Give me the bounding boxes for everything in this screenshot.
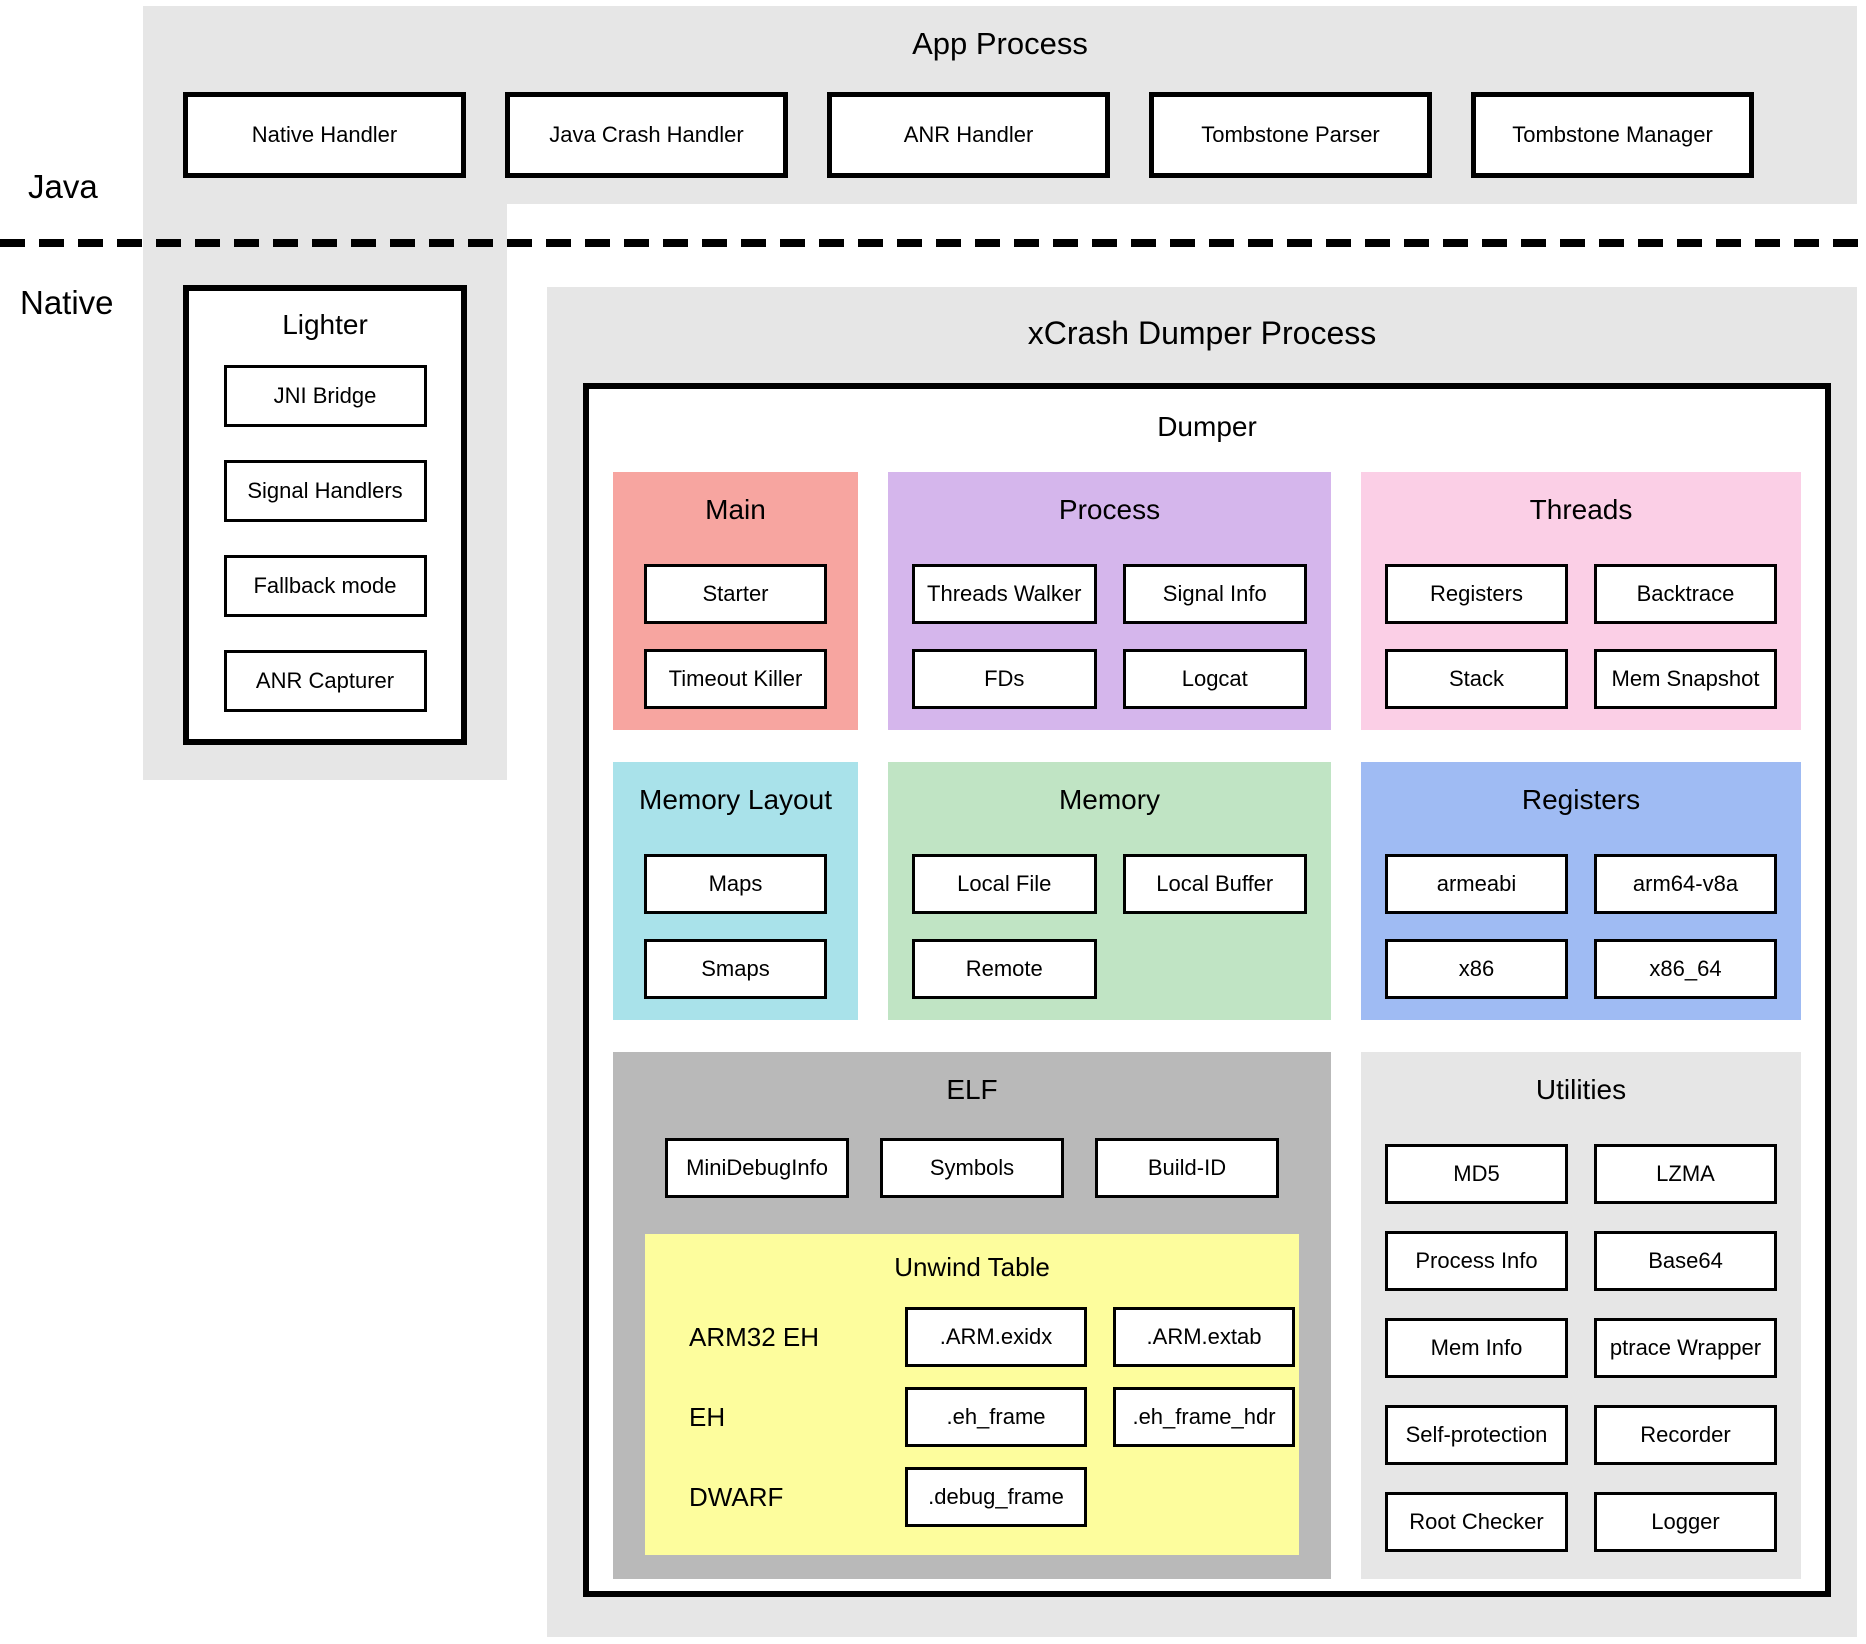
panel-title: ELF	[946, 1074, 998, 1105]
panel-box: Local Buffer	[1122, 854, 1307, 914]
panel-box: Stack	[1385, 649, 1568, 709]
panel-box: armeabi	[1385, 854, 1568, 914]
panel-box: Maps	[644, 854, 827, 914]
panel-box: Build-ID	[1095, 1138, 1279, 1198]
panel-box: Signal Info	[1122, 564, 1307, 624]
panel-box: LZMA	[1594, 1144, 1777, 1204]
handler-box: Native Handler	[183, 92, 466, 178]
lighter-item: ANR Capturer	[223, 650, 427, 712]
panel-box: arm64-v8a	[1594, 854, 1777, 914]
unwind-table-title: Unwind Table	[894, 1252, 1050, 1282]
panel-box: Base64	[1594, 1231, 1777, 1291]
panel-elf: ELF MiniDebugInfo Symbols Build-ID Unwind Ta…	[613, 1052, 1331, 1579]
panel-box: Process Info	[1385, 1231, 1568, 1291]
lighter-item: Signal Handlers	[223, 460, 427, 522]
panel-box: .debug_frame	[905, 1467, 1087, 1527]
elf-boxes: MiniDebugInfo Symbols Build-ID	[613, 1138, 1331, 1198]
handler-box: Java Crash Handler	[505, 92, 788, 178]
panel-registers: Registers armeabi arm64-v8a x86 x86_64	[1361, 762, 1801, 1020]
panel-box: .eh_frame	[905, 1387, 1087, 1447]
app-process-handlers: Native Handler Java Crash Handler ANR Hand…	[183, 92, 1857, 178]
panel-box: Mem Snapshot	[1594, 649, 1777, 709]
panel-title: Utilities	[1535, 1074, 1627, 1105]
panel-box: MiniDebugInfo	[665, 1138, 849, 1198]
native-layer-label: Native	[20, 284, 114, 321]
handler-box: Tombstone Manager	[1471, 92, 1754, 178]
panel-box: .ARM.exidx	[905, 1307, 1087, 1367]
unwind-row-label: DWARF	[689, 1481, 784, 1512]
panel-box: .eh_frame_hdr	[1113, 1387, 1295, 1447]
panel-title: Main	[705, 494, 766, 525]
panel-box: Mem Info	[1385, 1318, 1568, 1378]
lighter-item: JNI Bridge	[223, 365, 427, 427]
app-process-title: App Process	[912, 26, 1088, 61]
java-native-divider	[0, 239, 1866, 247]
panel-box: Smaps	[644, 939, 827, 999]
panel-box: x86_64	[1594, 939, 1777, 999]
panel-box: FDs	[912, 649, 1097, 709]
panel-box: MD5	[1385, 1144, 1568, 1204]
panel-title: Registers	[1521, 784, 1641, 815]
panel-box: x86	[1385, 939, 1568, 999]
panel-title: Process	[1058, 494, 1161, 525]
panel-box: Recorder	[1594, 1405, 1777, 1465]
handler-box: ANR Handler	[827, 92, 1110, 178]
app-process-region: App Process Native Handler Java Crash Han…	[143, 6, 1857, 204]
panel-box: Local File	[912, 854, 1097, 914]
panel-box: Timeout Killer	[644, 649, 827, 709]
xcrash-dumper-title: xCrash Dumper Process	[1027, 315, 1377, 351]
panel-box: Self-protection	[1385, 1405, 1568, 1465]
panel-box: .ARM.extab	[1113, 1307, 1295, 1367]
panel-box: Remote	[912, 939, 1097, 999]
panel-box: Symbols	[880, 1138, 1064, 1198]
panel-boxes: armeabi arm64-v8a x86 x86_64	[1361, 854, 1801, 999]
unwind-row-label: EH	[689, 1401, 726, 1432]
panel-box: Starter	[644, 564, 827, 624]
panel-box: Root Checker	[1385, 1492, 1568, 1552]
java-layer-label: Java	[28, 168, 98, 205]
handler-box: Tombstone Parser	[1149, 92, 1432, 178]
panel-box: Backtrace	[1594, 564, 1777, 624]
lighter-title: Lighter	[282, 309, 368, 340]
panel-title: Threads	[1529, 494, 1633, 525]
dumper-title: Dumper	[1157, 411, 1257, 442]
panel-box: ptrace Wrapper	[1594, 1318, 1777, 1378]
panel-box: Logger	[1594, 1492, 1777, 1552]
panel-title: Memory Layout	[639, 784, 832, 815]
unwind-row-label: ARM32 EH	[689, 1321, 820, 1352]
panel-box: Logcat	[1122, 649, 1307, 709]
panel-title: Memory	[1058, 784, 1161, 815]
lighter-item: Fallback mode	[223, 555, 427, 617]
panel-box: Threads Walker	[912, 564, 1097, 624]
panel-box: Registers	[1385, 564, 1568, 624]
